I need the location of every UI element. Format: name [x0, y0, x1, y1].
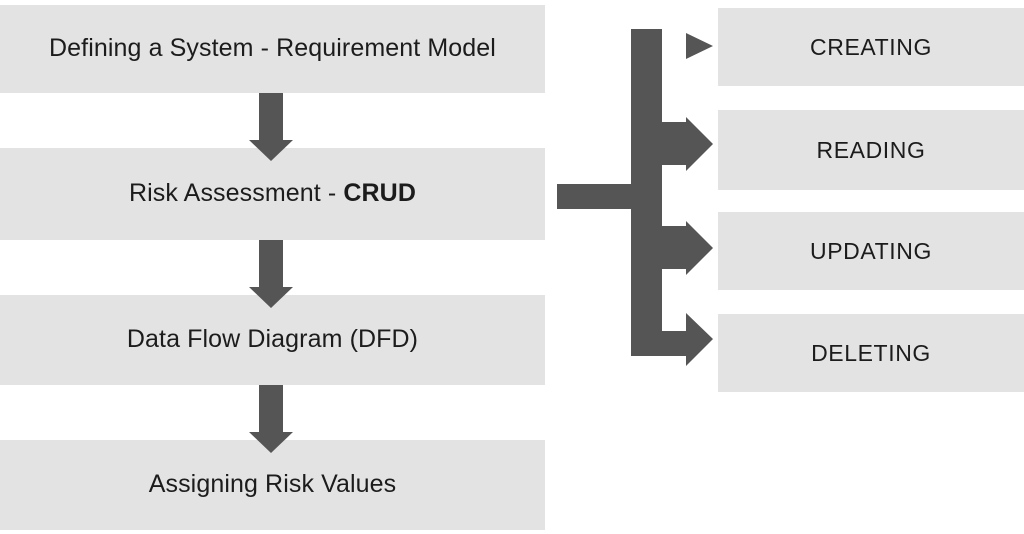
crud-box-reading[interactable]: READING [718, 110, 1024, 190]
process-box-label: Data Flow Diagram (DFD) [126, 325, 419, 354]
crud-box-label: UPDATING [810, 237, 932, 264]
crud-box-updating[interactable]: UPDATING [718, 212, 1024, 290]
crud-box-label: READING [816, 136, 926, 163]
crud-box-label: CREATING [810, 33, 932, 60]
crud-box-label: DELETING [811, 339, 931, 366]
branching-arrow-right-icon [557, 29, 713, 366]
crud-box-deleting[interactable]: DELETING [718, 314, 1024, 392]
process-box-label-emphasis: CRUD [343, 179, 416, 208]
process-box-requirement-model[interactable]: Defining a System - Requirement Model [0, 5, 545, 93]
process-box-assigning-risk-values[interactable]: Assigning Risk Values [0, 440, 545, 530]
crud-box-creating[interactable]: CREATING [718, 8, 1024, 86]
process-box-data-flow-diagram[interactable]: Data Flow Diagram (DFD) [0, 295, 545, 385]
process-box-label: Risk Assessment - CRUD [129, 180, 416, 208]
process-box-risk-assessment[interactable]: Risk Assessment - CRUD [0, 148, 545, 240]
process-box-label-text: Risk Assessment - [129, 179, 344, 208]
process-box-label: Defining a System - Requirement Model [49, 34, 496, 63]
process-box-label: Assigning Risk Values [148, 470, 397, 499]
